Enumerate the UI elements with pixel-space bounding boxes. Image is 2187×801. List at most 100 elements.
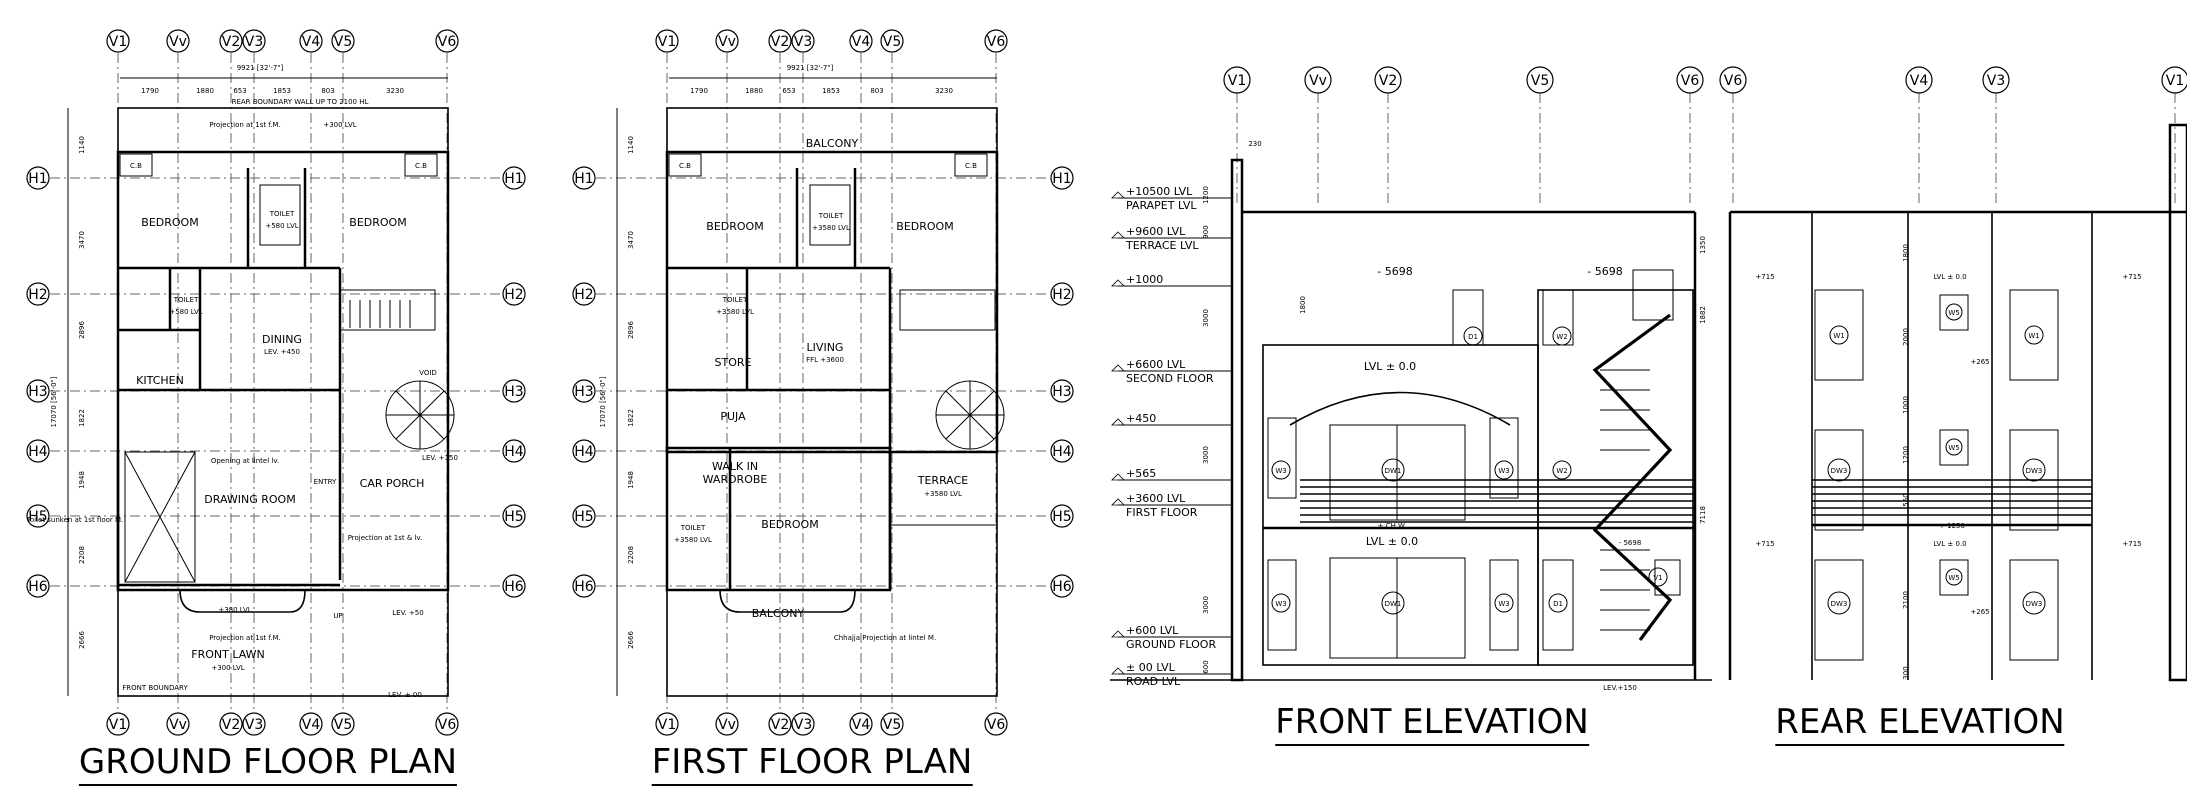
title-rear-elevation: REAR ELEVATION — [1775, 702, 2065, 746]
rear-tag-dw3-4: DW3 — [2026, 600, 2043, 608]
rear-tag-dw3-2: DW3 — [2026, 467, 2043, 475]
dim-top-4: 1853 — [273, 87, 291, 95]
svg-text:V2: V2 — [222, 717, 240, 733]
f-dim-top-5: 803 — [870, 87, 883, 95]
road-level-note: LEV. ± 00 — [388, 691, 422, 699]
rear-dim-550: 550 — [1902, 493, 1910, 506]
f-dim-left-7: 2666 — [627, 631, 635, 649]
svg-text:V1: V1 — [109, 717, 127, 733]
svg-text:V3: V3 — [794, 34, 812, 50]
grid-bubble-v2-top: V2 — [768, 29, 792, 53]
grid-bubble-v2-top: V2 — [219, 29, 243, 53]
svg-text:H4: H4 — [28, 444, 48, 460]
toilet-sunken-note: Toilet sunken at 1st floor M. — [26, 516, 124, 524]
front-grid-bubble-v1: V1 — [1223, 66, 1251, 94]
grid-bubble-h1-left: H1 — [572, 166, 596, 190]
svg-text:V5: V5 — [334, 717, 352, 733]
rear-dim-2000: 2000 — [1902, 328, 1910, 346]
title-ground-floor-plan: GROUND FLOOR PLAN — [78, 742, 458, 786]
grid-bubble-v2-bottom: V2 — [768, 712, 792, 736]
rear-wall-note: REAR BOUNDARY WALL UP TO 2100 HL — [232, 98, 369, 106]
lvl-zero-upper: LVL ± 0.0 — [1364, 360, 1416, 373]
room-car-porch: CAR PORCH — [360, 477, 425, 490]
svg-text:H3: H3 — [504, 384, 523, 400]
grid-bubble-h6-right: H6 — [1050, 574, 1074, 598]
grid-bubble-v6-top: V6 — [984, 29, 1008, 53]
lawn-level-note: LEV. +50 — [392, 609, 423, 617]
title-rear-text: REAR ELEVATION — [1775, 702, 2065, 742]
rear-dim-300: 300 — [1902, 666, 1910, 679]
rear-715-b: +715 — [2122, 273, 2141, 281]
front-grid-bubble-v6: V6 — [1676, 66, 1704, 94]
toilet-center-level: +580 LVL — [265, 222, 298, 230]
title-first-floor-plan: FIRST FLOOR PLAN — [651, 742, 973, 786]
dim-left-4: 1822 — [78, 409, 86, 427]
room-terrace: TERRACE — [917, 474, 969, 487]
tag-d1-upper: D1 — [1468, 333, 1478, 341]
svg-text:H5: H5 — [28, 509, 47, 525]
svg-text:V4: V4 — [852, 34, 871, 50]
grid-bubble-v1-top: V1 — [655, 29, 679, 53]
f-dim-left-3: 2896 — [627, 321, 635, 339]
rear-grid-bubble-v3: V3 — [1982, 66, 2010, 94]
f-toilet-bottom-level: +3580 LVL — [674, 536, 712, 544]
dim-3000-a: 3000 — [1202, 309, 1210, 327]
dim-top-5: 803 — [321, 87, 334, 95]
site-boundary — [117, 107, 449, 697]
rear-tag-w5-mid: W5 — [1948, 444, 1959, 452]
level-name-2: TERRACE LVL — [1125, 239, 1199, 252]
f-dim-top-6: 3230 — [935, 87, 953, 95]
tag-v1: V1 — [1653, 574, 1662, 582]
rear-dim-1000: 1000 — [1902, 396, 1910, 414]
svg-text:V4: V4 — [302, 34, 321, 50]
dim-left-3: 2896 — [78, 321, 86, 339]
tag-w3-3: W3 — [1275, 600, 1286, 608]
room-bedroom-1: BEDROOM — [141, 216, 198, 229]
tag-w3-4: W3 — [1498, 600, 1509, 608]
dim-600: 600 — [1202, 660, 1210, 673]
lev-150-note: LEV.+150 — [1603, 684, 1637, 692]
f-dim-top-4: 1853 — [822, 87, 840, 95]
grid-bubble-vv-bottom: Vv — [166, 712, 190, 736]
svg-text:H4: H4 — [504, 444, 524, 460]
f-dim-left-4: 1822 — [627, 409, 635, 427]
level-value-7: +3600 LVL — [1126, 492, 1186, 505]
f-toilet-center-level: +3580 LVL — [812, 224, 850, 232]
projection-top-note: Projection at 1st f.M. — [209, 121, 281, 129]
rear-tag-w1-right: W1 — [2028, 332, 2039, 340]
level-marker-3: +1000 — [1111, 273, 1232, 287]
f-dim-top-1: 1790 — [690, 87, 708, 95]
dim-3000-c: 3000 — [1202, 596, 1210, 614]
level-value-6: +565 — [1126, 467, 1156, 480]
f-room-toilet-bottom: TOILET — [680, 524, 706, 532]
dim-1882: 1882 — [1699, 306, 1707, 324]
room-living: LIVING — [807, 341, 844, 354]
front-grid-bubble-v5: V5 — [1526, 66, 1554, 94]
grid-bubble-h1-right: H1 — [502, 166, 526, 190]
rear-lvl-zero-upper: LVL ± 0.0 — [1933, 273, 1966, 281]
site-boundary-first — [666, 107, 998, 697]
rear-tag-w1-left: W1 — [1833, 332, 1844, 340]
grid-bubble-h2-left: H2 — [26, 282, 50, 306]
level-marker-5: +450 — [1111, 412, 1232, 426]
entry-label: ENTRY — [314, 478, 337, 486]
stair-zigzag — [1592, 313, 1673, 641]
grid-bubble-vv-bottom: Vv — [715, 712, 739, 736]
grid-bubble-h2-left: H2 — [572, 282, 596, 306]
grid-bubble-h6-left: H6 — [572, 574, 596, 598]
dim-top-3: 653 — [233, 87, 246, 95]
svg-text:Vv: Vv — [169, 717, 187, 733]
level-value-5: +450 — [1126, 412, 1156, 425]
grid-bubble-h6-right: H6 — [502, 574, 526, 598]
svg-text:H2: H2 — [28, 287, 47, 303]
dim-top-6: 3230 — [386, 87, 404, 95]
grid-bubble-v3-bottom: V3 — [242, 712, 266, 736]
f-cupboard-1: C.B — [679, 162, 691, 170]
